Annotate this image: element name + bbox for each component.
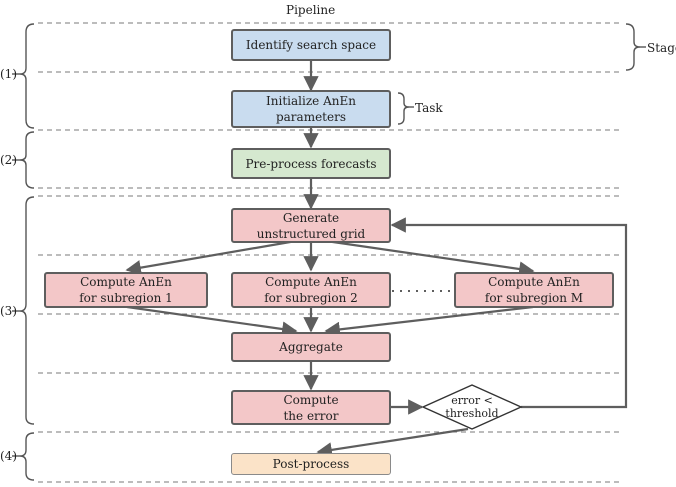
task-initialize-parameters: Initialize AnEn parameters bbox=[231, 90, 391, 128]
stage-label-1: (1) bbox=[0, 67, 17, 81]
stage-braces bbox=[12, 23, 35, 481]
arrow-computeM-aggregate bbox=[324, 305, 534, 338]
flow-arrows bbox=[125, 59, 628, 458]
task-compute-subregion-2: Compute AnEn for subregion 2 bbox=[231, 272, 391, 308]
arrow-compute1-aggregate bbox=[126, 305, 298, 337]
task-identify-search-space: Identify search space bbox=[231, 29, 391, 61]
task-post-process: Post-process bbox=[231, 453, 391, 475]
brace-stage-4 bbox=[19, 432, 35, 481]
arrow-generate-computeM bbox=[325, 239, 535, 277]
arrow-decision-postprocess bbox=[316, 427, 469, 458]
stage-label-2: (2) bbox=[0, 153, 17, 167]
stage-label-4: (4) bbox=[0, 449, 17, 463]
task-legend-label: Task bbox=[415, 101, 443, 115]
decision-diamond bbox=[421, 384, 523, 430]
arrow-loop-back bbox=[390, 217, 628, 409]
diagram-title: Pipeline bbox=[286, 3, 336, 17]
stage-legend-brace bbox=[625, 23, 641, 71]
decision-label: error < threshold bbox=[445, 394, 499, 420]
brace-stage-1 bbox=[19, 23, 35, 129]
legend-braces bbox=[397, 23, 646, 125]
stage-separators bbox=[38, 22, 622, 483]
task-aggregate: Aggregate bbox=[231, 332, 391, 362]
task-preprocess-forecasts: Pre-process forecasts bbox=[231, 148, 391, 179]
arrow-generate-compute1 bbox=[125, 239, 297, 276]
task-compute-subregion-m: Compute AnEn for subregion M bbox=[454, 272, 614, 308]
brace-stage-2 bbox=[19, 131, 35, 189]
task-legend-brace bbox=[397, 92, 410, 125]
stage-label-3: (3) bbox=[0, 304, 17, 318]
task-generate-grid: Generate unstructured grid bbox=[231, 208, 391, 243]
task-compute-subregion-1: Compute AnEn for subregion 1 bbox=[44, 272, 208, 308]
task-compute-error: Compute the error bbox=[231, 390, 391, 425]
stage-legend-label: Stage bbox=[647, 41, 676, 55]
brace-stage-3 bbox=[19, 196, 35, 425]
